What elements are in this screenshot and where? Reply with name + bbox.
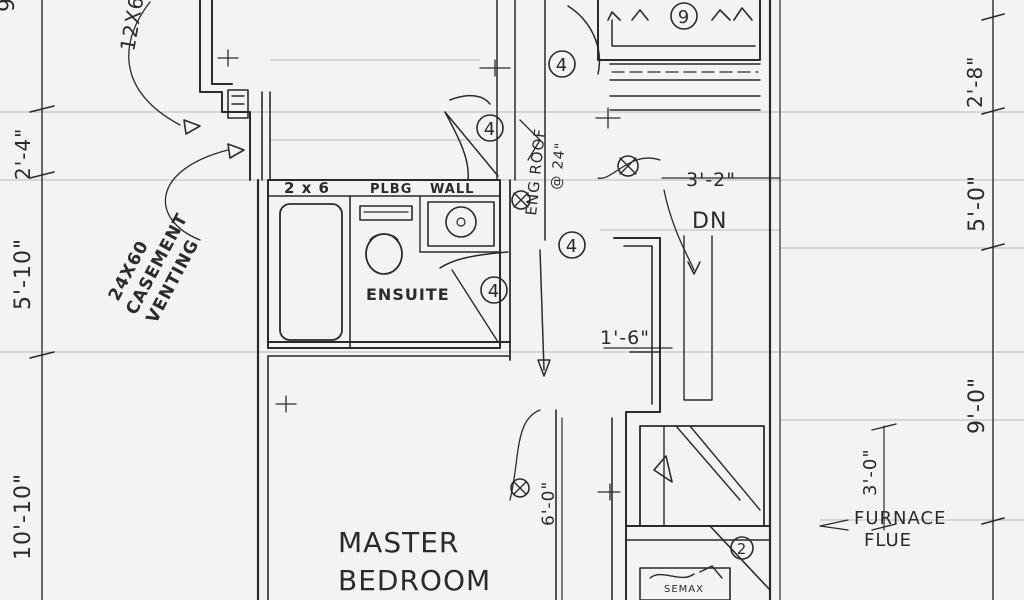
right-dimension-line: [981, 0, 1005, 600]
tag-4a: 4: [548, 50, 576, 78]
tag-4b-label: 4: [484, 119, 496, 140]
dim-center-1-6: 1'-6": [600, 327, 650, 349]
closet-walls: [611, 235, 713, 600]
hall-truss-zone: [479, 0, 621, 241]
tag-9: 9: [670, 2, 698, 30]
tag-4c-label: 4: [566, 236, 578, 257]
bath-fan-symbol: [511, 190, 531, 210]
tag-4a-label: 4: [556, 55, 568, 76]
dim-left-5-10: 5'-10": [11, 238, 36, 310]
label-plbg: PLBG: [370, 182, 412, 197]
tag-4d: 4: [480, 276, 508, 304]
construction-lines: [0, 59, 1024, 521]
bathtub: [279, 203, 343, 341]
tag-9-label: 9: [678, 7, 690, 28]
dim-right-5-0: 5'-0": [965, 175, 990, 232]
left-dimension-line: [29, 0, 55, 600]
dim-left-10-10: 10'-10": [11, 473, 36, 560]
vanity-shelf: [359, 205, 413, 221]
tag-4c: 4: [558, 231, 586, 259]
dim-left-top: 9: [0, 0, 20, 12]
label-dn: DN: [692, 209, 727, 234]
label-2x6: 2 x 6: [284, 179, 330, 197]
tag-4b: 4: [476, 114, 504, 142]
label-bedroom: BEDROOM: [338, 564, 491, 597]
casement-note: 24X60 CASEMENT VENTING: [105, 210, 204, 327]
label-ensuite: ENSUITE: [366, 285, 450, 304]
dim-right-9-0: 9'-0": [965, 377, 990, 434]
label-eng-spacing: @ 24": [548, 141, 569, 190]
dim-right-2-8: 2'-8": [963, 56, 987, 108]
casement-leader-arrows: [128, 1, 245, 241]
tag-2: 2: [730, 536, 754, 560]
label-master: MASTER: [338, 526, 459, 559]
ceiling-light-fixtures: [509, 155, 701, 501]
sink: [427, 201, 495, 247]
label-semax: SEMAX: [664, 584, 704, 595]
dim-center-3-2: 3'-2": [686, 169, 736, 191]
toilet: [365, 233, 403, 275]
ensuite-door: [439, 251, 509, 343]
label-wall: WALL: [430, 182, 474, 197]
stair-box: [625, 425, 771, 591]
tag-2-label: 2: [737, 540, 748, 558]
dim-left-2-4: 2'-4": [11, 128, 35, 180]
door-tags: 4 4 4 4 9 2: [476, 2, 754, 560]
hall-arrow: [519, 119, 551, 377]
ensuite-walls: [267, 179, 511, 361]
master-bedroom-walls: [256, 178, 621, 600]
interior-dimension-ticks: [561, 177, 897, 600]
label-furnace: FURNACE: [854, 508, 946, 529]
ensuite-door-swing: [444, 94, 499, 181]
dim-center-3-0: 3'-0": [860, 448, 881, 496]
dimension-labels: 12X6 9 2'-4" 5'-10" 10'-10" 2'-8" 5'-0" …: [0, 0, 990, 560]
upper-right-stair-closet: [567, 0, 781, 600]
label-flue: FLUE: [864, 530, 912, 551]
dim-center-6-0: 6'-0": [539, 481, 559, 526]
furnace-box: [639, 565, 731, 600]
upper-left-walls: [199, 0, 271, 181]
dim-top-left: 12X6: [115, 0, 148, 53]
tag-4d-label: 4: [488, 281, 500, 302]
